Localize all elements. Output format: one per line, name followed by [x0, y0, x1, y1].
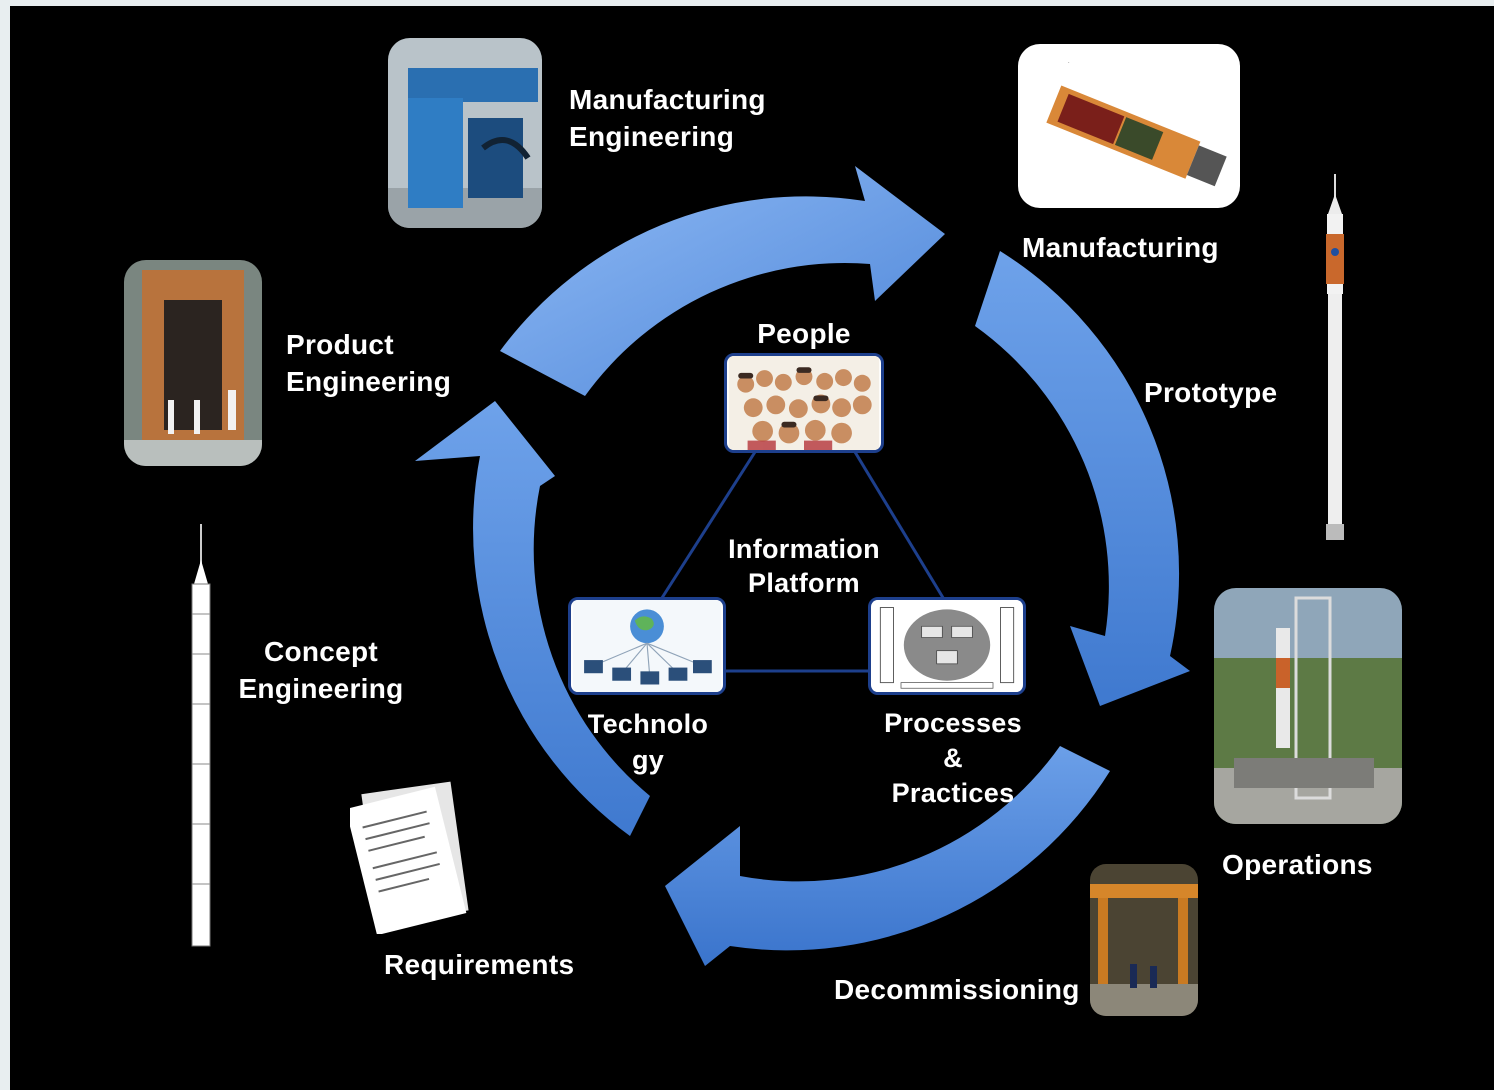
diagram-slide: People Information Platform Technolo gy …	[10, 6, 1494, 1090]
process-diagram-icon	[872, 600, 1022, 692]
stage-label-prototype: Prototype	[1144, 377, 1278, 408]
requirements-document-image	[345, 778, 472, 936]
rocket-cutaway-image: ·	[1018, 44, 1240, 208]
stage-label-decommissioning: Decommissioning	[834, 974, 1080, 1005]
people-image	[724, 353, 884, 453]
stage-label-product-engineering: Product Engineering	[286, 329, 452, 397]
document-icon	[345, 781, 469, 936]
center-label: Information Platform	[728, 534, 880, 598]
stage-label-manufacturing-engineering: Manufacturing Engineering	[569, 84, 766, 152]
prototype-rocket-image	[1322, 174, 1348, 540]
cycle-arrow-left	[415, 401, 650, 836]
stage-label-operations: Operations	[1222, 849, 1373, 880]
technology-image	[568, 597, 726, 695]
stage-label-concept-engineering: Concept Engineering	[238, 636, 404, 704]
manufacturing-photo: ·	[1018, 44, 1240, 208]
svg-text:·: ·	[1068, 60, 1070, 66]
assembly-hall-image	[124, 260, 262, 466]
cycle-arrow-right	[975, 251, 1190, 706]
triad-label-processes: Processes & Practices	[884, 708, 1022, 808]
rocket-outline-icon	[191, 524, 211, 947]
operations-photo	[1214, 588, 1402, 824]
factory-crane-image	[1090, 864, 1198, 1016]
processes-image	[868, 597, 1026, 695]
product-engineering-photo	[124, 260, 262, 466]
launch-pad-image	[1214, 588, 1402, 824]
triad-label-people: People	[757, 318, 851, 349]
cycle-arrows	[415, 166, 1190, 966]
rocket-icon	[1326, 174, 1344, 540]
triad-label-technology: Technolo gy	[587, 709, 709, 775]
triad-lines	[658, 451, 947, 673]
decommissioning-photo	[1090, 864, 1198, 1016]
stage-label-requirements: Requirements	[384, 949, 575, 980]
stage-label-manufacturing: Manufacturing	[1022, 232, 1219, 263]
network-icon	[572, 600, 722, 692]
cycle-arrow-top	[500, 166, 945, 396]
cycle-arrow-bottom	[665, 746, 1110, 966]
weld-tool-image	[388, 38, 542, 228]
concept-rocket-image	[188, 524, 214, 950]
manufacturing-engineering-photo	[388, 38, 542, 228]
crowd-icon	[728, 356, 880, 450]
